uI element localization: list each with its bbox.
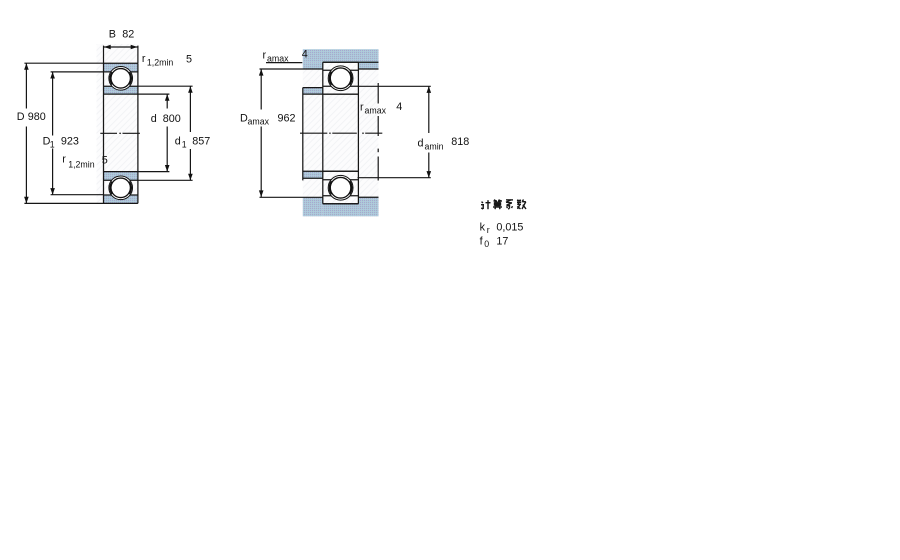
svg-text:D: D — [17, 111, 25, 123]
svg-text:5: 5 — [186, 54, 192, 66]
svg-text:k: k — [480, 221, 486, 233]
svg-text:r: r — [360, 102, 364, 114]
svg-text:r: r — [142, 53, 146, 65]
svg-text:r: r — [62, 154, 66, 166]
svg-text:800: 800 — [163, 113, 181, 125]
svg-text:r: r — [487, 225, 490, 235]
svg-text:923: 923 — [61, 136, 79, 148]
svg-text:f: f — [480, 235, 484, 247]
svg-text:17: 17 — [496, 235, 508, 247]
svg-text:d: d — [175, 136, 181, 148]
svg-text:amin: amin — [425, 142, 444, 152]
svg-text:1,2min: 1,2min — [147, 57, 174, 67]
svg-text:1: 1 — [182, 140, 187, 150]
svg-text:r: r — [263, 50, 267, 62]
svg-text:0: 0 — [484, 239, 489, 249]
svg-text:4: 4 — [302, 49, 308, 61]
svg-text:d: d — [418, 138, 424, 150]
svg-text:4: 4 — [396, 101, 402, 113]
svg-text:amax: amax — [248, 117, 270, 127]
svg-text:1: 1 — [50, 139, 55, 149]
svg-text:5: 5 — [102, 155, 108, 167]
svg-text:amax: amax — [267, 54, 289, 64]
svg-text:d: d — [151, 113, 157, 125]
svg-text:amax: amax — [365, 106, 387, 116]
svg-text:82: 82 — [122, 28, 134, 40]
svg-text:980: 980 — [28, 111, 46, 123]
svg-text:D: D — [240, 113, 248, 125]
svg-text:1,2min: 1,2min — [68, 159, 95, 169]
svg-text:D: D — [43, 136, 51, 148]
svg-text:B: B — [109, 28, 116, 40]
svg-text:962: 962 — [278, 113, 296, 125]
svg-text:857: 857 — [192, 136, 210, 148]
svg-text:0,015: 0,015 — [496, 221, 523, 233]
svg-text:818: 818 — [451, 136, 469, 148]
